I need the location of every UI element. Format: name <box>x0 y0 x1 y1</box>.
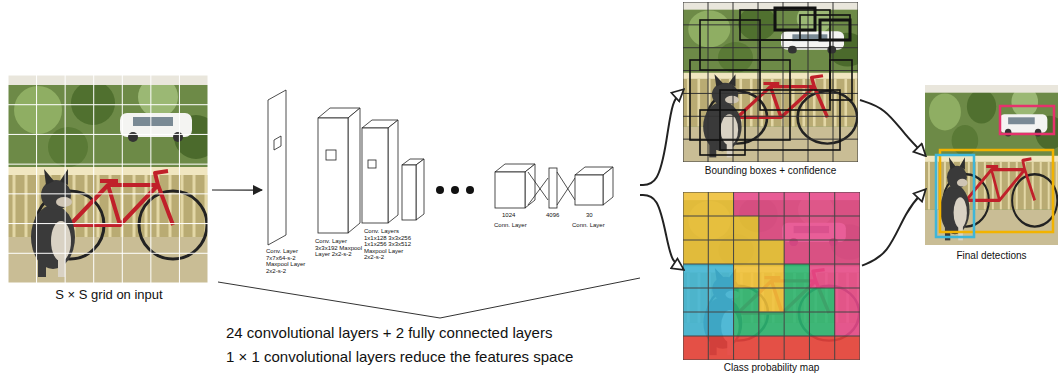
final-image: Final detections <box>925 85 1060 265</box>
network: Conv. Layer 7x7x64-s-2 Maxpool Layer 2x2… <box>262 80 640 285</box>
layer-caption: Conv. Layer 7x7x64-s-2 Maxpool Layer 2x2… <box>266 248 316 274</box>
bounding-box-photo <box>683 2 867 162</box>
layer-caption: Conn. Layer <box>572 222 612 229</box>
class-probability-grid <box>683 192 869 360</box>
layer-caption: Conv. Layers 1x1x128 3x3x256 1x1x256 3x3… <box>364 228 412 261</box>
layer-caption: Conv. Layer 3x3x192 Maxpool Layer 2x2-s-… <box>315 238 363 258</box>
layer-size: 1024 <box>502 212 515 219</box>
image-caption: Class probability map <box>683 362 860 373</box>
flow-arrow <box>862 190 925 266</box>
flow-arrow <box>640 90 683 185</box>
layer-size: 4096 <box>546 212 559 219</box>
bounding-box-image: Bounding boxes + confidence <box>683 2 860 178</box>
network-layers <box>268 90 613 245</box>
brace <box>218 278 640 318</box>
class-map-image: Class probability map <box>683 192 862 376</box>
image-caption: Bounding boxes + confidence <box>683 165 858 176</box>
input-photo <box>8 75 218 283</box>
network-note: 24 convolutional layers + 2 fully connec… <box>226 324 552 341</box>
flow-arrow <box>860 100 925 155</box>
image-caption: Final detections <box>925 250 1058 261</box>
flow-arrow <box>212 189 262 190</box>
network-note: 1 × 1 convolutional layers reduce the fe… <box>226 348 573 365</box>
layer-size: 30 <box>586 212 593 219</box>
layer-caption: Conn. Layer <box>494 222 534 229</box>
final-detections-photo <box>925 85 1060 245</box>
flow-arrow <box>640 195 683 269</box>
image-caption: S × S grid on input <box>8 288 210 302</box>
input-image: S × S grid on input <box>8 75 212 305</box>
